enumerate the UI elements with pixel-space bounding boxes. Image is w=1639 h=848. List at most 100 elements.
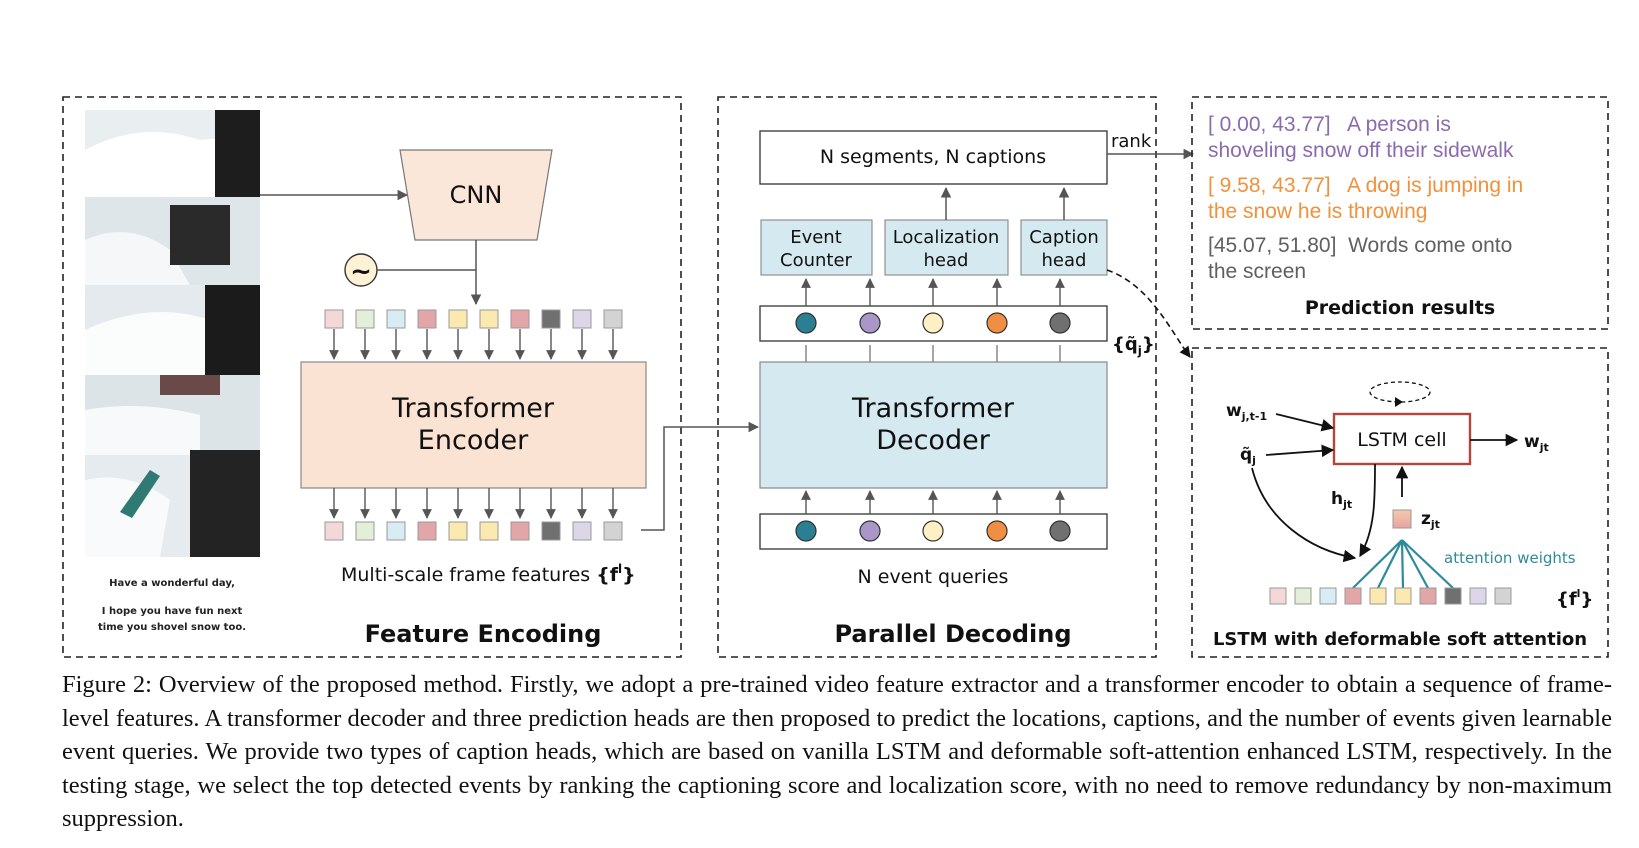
encoder-input-features: [324, 309, 623, 360]
multi-scale-frame-features: [324, 488, 623, 541]
transformer-encoder-label-1: Transformer: [391, 393, 555, 424]
decoded-queries: [795, 278, 1071, 362]
frame-feature: [324, 521, 344, 541]
event-query: [1049, 520, 1071, 542]
encoder-input-feature: [510, 309, 530, 329]
lstm-frame-feature: [1419, 587, 1437, 605]
transformer-decoder-label-2: Decoder: [876, 425, 991, 456]
lstm-panel-title: LSTM with deformable soft attention: [1213, 629, 1587, 650]
event-counter-head: [760, 219, 873, 276]
lstm-frame-feature: [1494, 587, 1512, 605]
rank-label: rank: [1111, 131, 1152, 152]
positional-encoding-symbol: ~: [350, 257, 372, 287]
decoded-query: [986, 312, 1008, 334]
encoder-input-feature: [541, 309, 561, 329]
prediction-1-line-2: shoveling snow off their sidewalk: [1208, 139, 1514, 162]
decoded-query: [795, 312, 817, 334]
figure-caption: Figure 2: Overview of the proposed metho…: [62, 671, 1612, 832]
q-label: q̃j: [1240, 445, 1256, 467]
transformer-decoder-label-1: Transformer: [851, 393, 1015, 424]
h-label: hjt: [1331, 489, 1352, 511]
encoder-input-feature: [479, 309, 499, 329]
event-query: [922, 520, 944, 542]
decoded-query: [1049, 312, 1071, 334]
encoder-input-feature: [572, 309, 592, 329]
event-query: [986, 520, 1008, 542]
z-context-square: [1392, 509, 1412, 529]
lstm-frame-feature: [1444, 587, 1462, 605]
video-frames: [85, 110, 260, 645]
lstm-cell-label: LSTM cell: [1357, 429, 1446, 451]
attention-weight-line: [1401, 539, 1429, 589]
method-overview-diagram: Have a wonderful day, I hope you have fu…: [62, 96, 1609, 658]
encoder-to-decoder-arrow: [641, 421, 760, 531]
feature-encoding-title: Feature Encoding: [365, 620, 602, 648]
encoder-input-feature: [355, 309, 375, 329]
lstm-frame-features: [1269, 587, 1512, 605]
w-prev-label: wj,t-1: [1226, 401, 1267, 423]
attention-weight-line: [1401, 539, 1454, 589]
decoded-query: [922, 312, 944, 334]
decoded-query: [859, 312, 881, 334]
event-query-row: [759, 513, 1108, 550]
frame-text-line-1: Have a wonderful day,: [109, 578, 235, 589]
w-out-label: wjt: [1524, 432, 1549, 454]
feature-encoding-panel: [62, 96, 682, 658]
h-to-attention-curve: [1359, 463, 1376, 558]
event-query: [859, 520, 881, 542]
lstm-cell-block: [1332, 412, 1472, 466]
qhat-label: {q̃j}: [1112, 334, 1155, 358]
lstm-frame-feature: [1269, 587, 1287, 605]
frame-text-line-2: I hope you have fun next: [102, 606, 243, 617]
cnn-block: [399, 149, 553, 241]
z-label: zjt: [1421, 509, 1440, 531]
encoder-input-feature: [386, 309, 406, 329]
frame-feature: [355, 521, 375, 541]
event-counter-label-2: Counter: [780, 250, 853, 271]
attention-weight-line: [1352, 539, 1403, 589]
prediction-2-line-1: [ 9.58, 43.77] A dog is jumping in: [1208, 174, 1523, 197]
lstm-frame-feature: [1394, 587, 1412, 605]
caption-head-label-1: Caption: [1029, 227, 1099, 248]
recurrence-loop-arrowhead: [1395, 397, 1403, 407]
lstm-frame-feature: [1319, 587, 1337, 605]
caption-head-to-lstm-arrow: [1106, 269, 1191, 358]
transformer-encoder-label-2: Encoder: [418, 425, 529, 456]
lstm-frame-feature: [1469, 587, 1487, 605]
frame-feature: [386, 521, 406, 541]
q-to-attention-curve: [1251, 467, 1357, 563]
output-label: N segments, N captions: [820, 146, 1046, 168]
event-queries-label: N event queries: [858, 566, 1009, 588]
attention-weights-label: attention weights: [1444, 549, 1576, 567]
frame-feature: [448, 521, 468, 541]
recurrence-loop-icon: [1369, 381, 1431, 403]
lstm-frame-feature: [1294, 587, 1312, 605]
localization-head-label-1: Localization: [893, 227, 1000, 248]
encoder-input-feature: [603, 309, 623, 329]
prediction-results-title: Prediction results: [1305, 297, 1495, 319]
w-prev-arrow: [1275, 413, 1335, 432]
output-box: [759, 130, 1108, 185]
frame-feature: [541, 521, 561, 541]
prediction-3-line-1: [45.07, 51.80] Words come onto: [1208, 234, 1512, 257]
frame-text-line-3: time you shovel snow too.: [98, 622, 246, 633]
encoder-input-feature: [417, 309, 437, 329]
cnn-label: CNN: [450, 181, 503, 209]
frame-feature: [603, 521, 623, 541]
transformer-encoder-block: [300, 361, 647, 489]
localization-head-label-2: head: [924, 250, 969, 271]
attention-weight-line: [1400, 539, 1405, 589]
attention-weight-lines: [1352, 539, 1454, 589]
encoder-input-feature: [448, 309, 468, 329]
encoder-input-feature: [324, 309, 344, 329]
frame-feature: [479, 521, 499, 541]
event-counter-label-1: Event: [790, 227, 842, 248]
prediction-2-line-2: the snow he is throwing: [1208, 200, 1427, 223]
prediction-3-line-2: the screen: [1208, 260, 1306, 283]
decoded-query-row: [759, 305, 1108, 342]
prediction-1-line-1: [ 0.00, 43.77] A person is: [1208, 113, 1451, 136]
q-arrow: [1265, 444, 1335, 458]
event-queries: [795, 490, 1071, 542]
prediction-results-panel: [1191, 96, 1609, 330]
frame-feature: [417, 521, 437, 541]
